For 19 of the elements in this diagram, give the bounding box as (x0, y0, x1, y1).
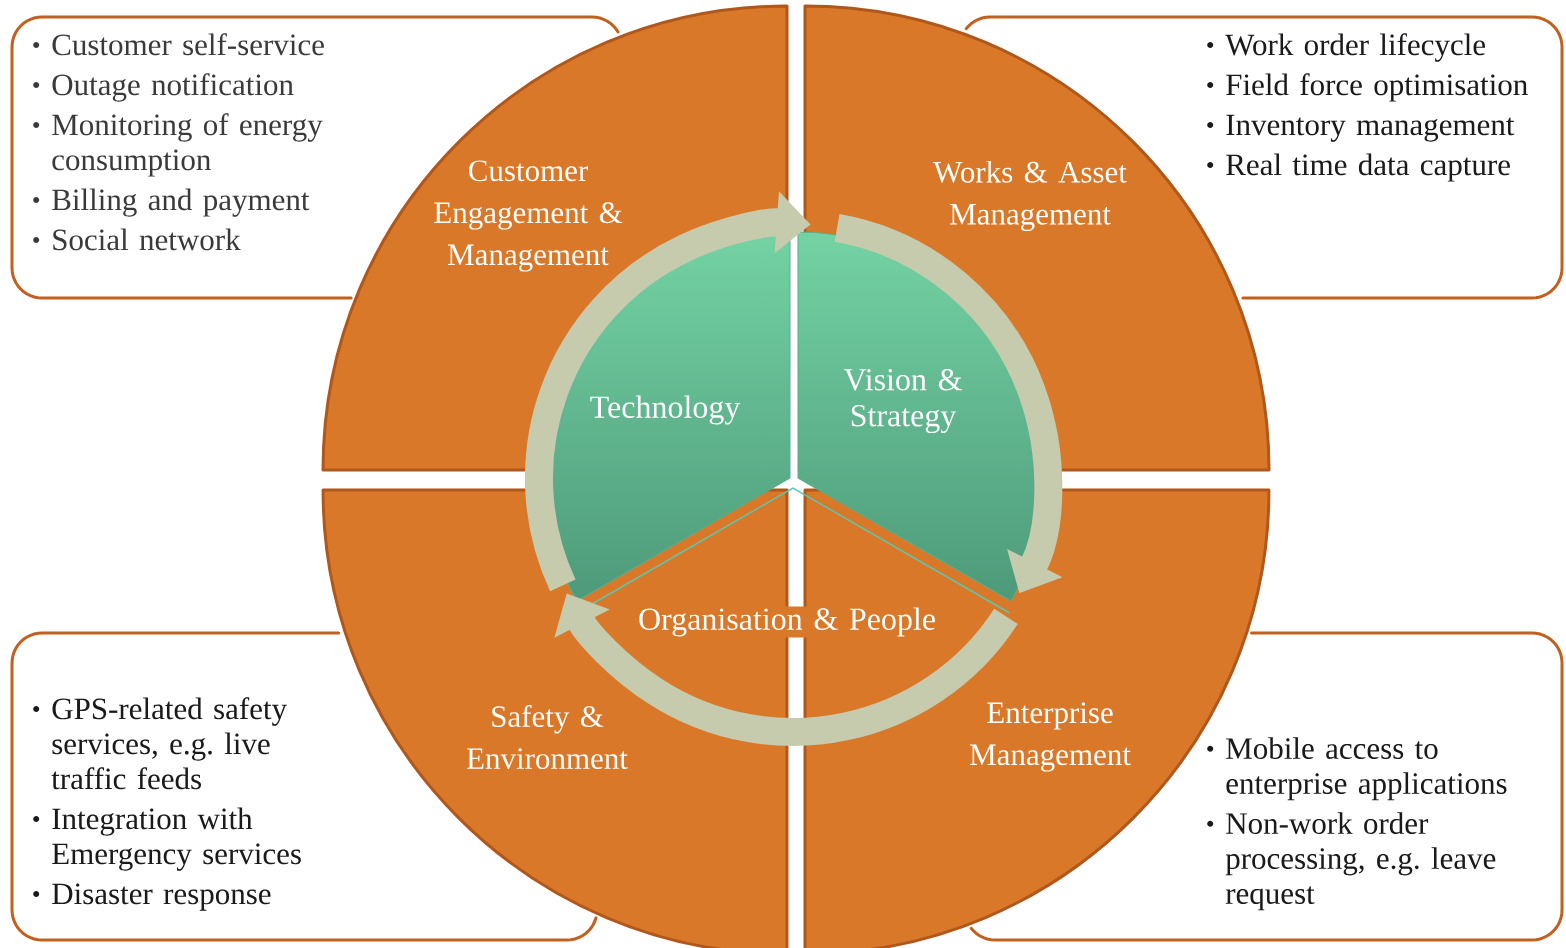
node-text: Enterprise Management (969, 702, 1131, 772)
bullet-item: Integration with Emergency services (33, 807, 301, 871)
bullet-item: Real time data capture (1207, 153, 1510, 182)
bullet-item: Social network (33, 228, 241, 251)
node-text: Safety & Environment (466, 704, 628, 770)
bullet-item: Field force optimisation (1207, 73, 1528, 102)
pie-sector: Organisation & People (575, 487, 1011, 638)
bullet-item: Work order lifecycle (1207, 33, 1486, 62)
bullet-item: GPS-related safety services, e.g. live traffic feeds (33, 697, 287, 790)
bullet-item: Outage notification (33, 73, 294, 102)
node-text: Works & Asset Management (933, 160, 1127, 232)
bullet-item: Inventory management (1207, 114, 1515, 142)
bullet-item: Monitoring of energy consumption (33, 113, 323, 177)
bullet-item: Mobile access to enterprise applications (1207, 737, 1507, 801)
bullet-item: Non-work order processing, e.g. leave request (1207, 812, 1496, 911)
bullet-item: Disaster response (33, 883, 271, 911)
bullet-item: Customer self-service (33, 33, 324, 56)
node-label: Organisation & People (639, 607, 935, 637)
bullet-item: Billing and payment (33, 188, 310, 217)
